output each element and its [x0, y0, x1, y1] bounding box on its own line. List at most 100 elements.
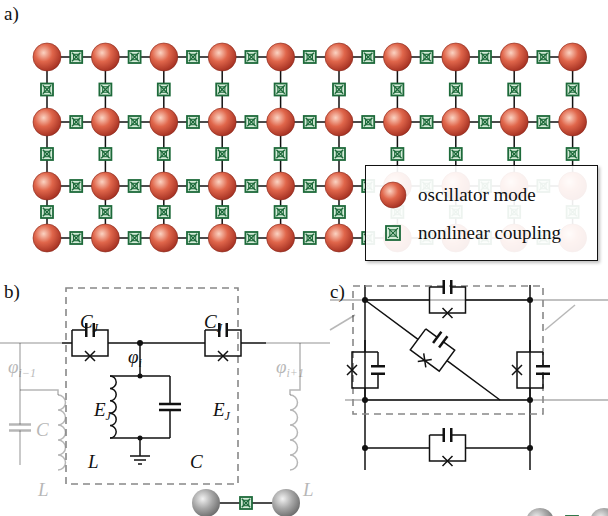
oscillator-sphere	[208, 108, 236, 136]
legend-sample	[378, 180, 408, 210]
node-dot	[527, 445, 533, 451]
coupling-symbol	[362, 51, 374, 63]
node-dot	[362, 297, 368, 303]
circuit-symbol-label: CJ	[204, 312, 222, 334]
coupling-symbol	[99, 206, 111, 218]
oscillator-sphere	[380, 182, 406, 208]
junction-symbol	[365, 280, 530, 318]
coupling-symbol	[567, 84, 579, 96]
wire	[545, 305, 575, 330]
oscillator-sphere	[91, 224, 119, 252]
coupling-symbol	[187, 51, 199, 63]
coupling-symbol	[41, 84, 53, 96]
coupling-symbol	[187, 180, 199, 192]
inductor-symbol	[110, 376, 116, 438]
circuit-symbol-label: C	[190, 452, 203, 471]
coupling-symbol	[99, 84, 111, 96]
inductor-symbol	[58, 395, 66, 470]
oscillator-sphere	[383, 43, 411, 71]
oscillator-sphere	[208, 43, 236, 71]
circuit-b	[0, 288, 330, 516]
coupling-symbol	[537, 51, 549, 63]
wire	[19, 390, 21, 425]
wire	[529, 285, 531, 470]
node-dot	[362, 445, 368, 451]
junction-symbol	[354, 284, 512, 415]
wire	[364, 285, 366, 470]
oscillator-sphere	[267, 43, 295, 71]
coupling-symbol	[216, 148, 228, 160]
unit-cell-box	[66, 288, 238, 484]
coupling-symbol	[245, 232, 257, 244]
oscillator-sphere	[208, 172, 236, 200]
legend-entry: oscillator mode	[378, 176, 589, 214]
junction-symbol	[347, 340, 385, 400]
coupling-symbol	[508, 84, 520, 96]
coupling-symbol	[450, 148, 462, 160]
wire	[330, 299, 608, 301]
coupling-symbol	[508, 148, 520, 160]
legend: oscillator mode nonlinear coupling	[365, 165, 598, 261]
oscillator-sphere	[267, 172, 295, 200]
oscillator-sphere	[267, 224, 295, 252]
junction-symbol	[365, 428, 530, 466]
coupling-symbol	[70, 232, 82, 244]
oscillator-sphere	[325, 43, 353, 71]
node-dot	[362, 397, 368, 403]
oscillator-sphere	[33, 108, 61, 136]
oscillator-sphere	[272, 489, 300, 516]
oscillator-sphere	[91, 108, 119, 136]
coupling-symbol	[479, 116, 491, 128]
coupling-symbol	[41, 148, 53, 160]
circuit-symbol-label: L	[88, 452, 99, 471]
coupling-symbol	[240, 497, 252, 509]
wire	[266, 342, 330, 344]
legend-text: nonlinear coupling	[418, 222, 561, 244]
coupling-symbol	[129, 232, 141, 244]
circuit-symbol-label: EJ	[94, 400, 111, 422]
coupling-symbol	[333, 84, 345, 96]
oscillator-sphere	[325, 172, 353, 200]
circuit-symbol-label: CJ	[80, 312, 98, 334]
coupling-symbol	[391, 148, 403, 160]
coupling-symbol	[304, 51, 316, 63]
oscillator-sphere	[91, 43, 119, 71]
circuit-symbol-label: C	[36, 420, 49, 439]
wire	[365, 399, 530, 401]
coupling-symbol	[567, 148, 579, 160]
oscillator-sphere	[208, 224, 236, 252]
oscillator-sphere	[383, 108, 411, 136]
oscillator-sphere	[192, 489, 220, 516]
coupling-symbol	[386, 226, 400, 240]
unit-cell-box	[353, 286, 543, 414]
circuit-c	[330, 280, 608, 516]
panel-label: c)	[330, 282, 345, 301]
coupling-symbol	[99, 148, 111, 160]
circuit-symbol-label: L	[303, 480, 314, 499]
coupling-symbol	[245, 116, 257, 128]
wire	[0, 342, 62, 344]
legend-text: oscillator mode	[418, 184, 536, 206]
oscillator-sphere	[526, 508, 554, 516]
junction-symbol	[180, 323, 266, 361]
oscillator-sphere	[559, 43, 587, 71]
coupling-symbol	[187, 232, 199, 244]
wire	[169, 410, 171, 438]
node-dot	[527, 397, 533, 403]
coupling-symbol	[129, 51, 141, 63]
coupling-symbol	[304, 116, 316, 128]
circuit-symbol-label: φi−1	[8, 357, 36, 379]
circuit-symbol-label: L	[38, 480, 49, 499]
oscillator-sphere	[442, 108, 470, 136]
panel-label: a)	[4, 4, 19, 23]
circuit-symbol-label: φi+1	[276, 357, 304, 379]
oscillator-sphere	[267, 108, 295, 136]
coupling-symbol	[187, 116, 199, 128]
coupling-symbol	[129, 116, 141, 128]
coupling-symbol	[158, 148, 170, 160]
coupling-symbol	[304, 180, 316, 192]
capacitor-symbol	[9, 425, 31, 431]
node-dot	[527, 297, 533, 303]
coupling-symbol	[333, 206, 345, 218]
